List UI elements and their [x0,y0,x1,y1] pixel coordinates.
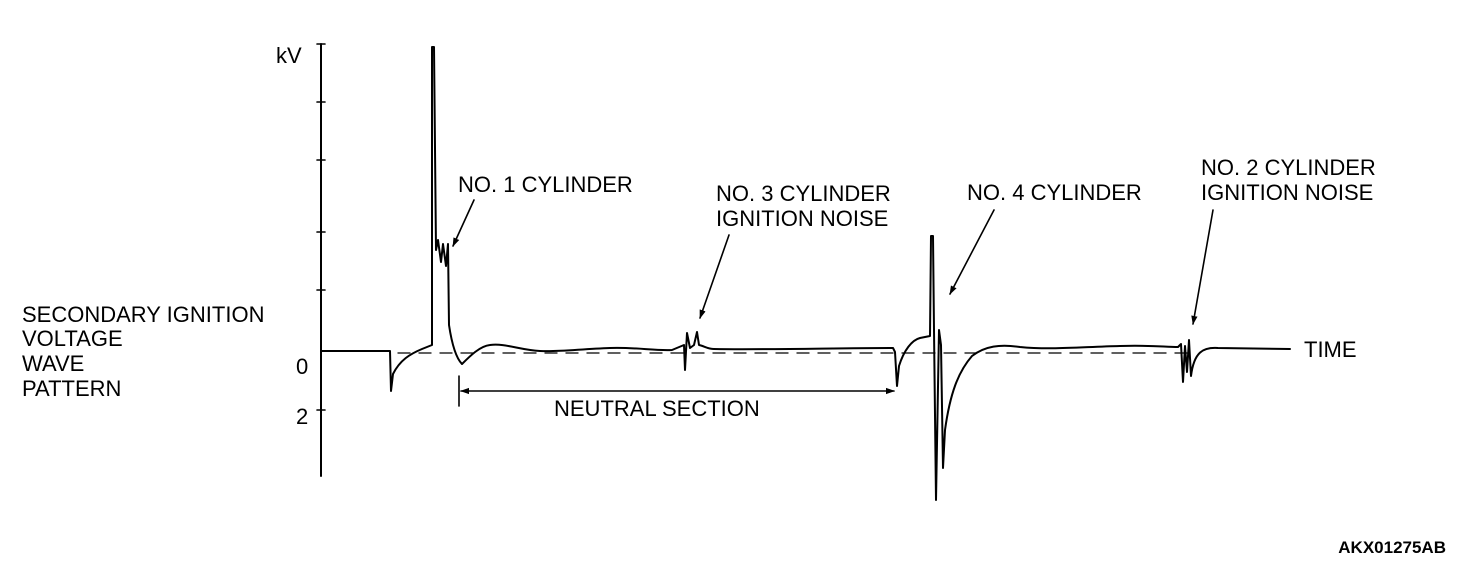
callout-no3-arrow [699,234,730,319]
callout-no2-line1: NO. 2 CYLINDER [1201,155,1376,180]
y-tick-label-0: 0 [296,354,308,379]
y-axis-unit-label: kV [276,43,302,68]
ignition-waveform [320,46,1291,501]
x-axis-label: TIME [1304,337,1357,362]
callout-no4-arrow [949,209,995,295]
callout-no3-line1: NO. 3 CYLINDER [716,181,891,206]
y-tick-label-2: 2 [296,404,308,429]
callout-no3-line2: IGNITION NOISE [716,206,888,231]
title-line-4: PATTERN [22,376,121,401]
neutral-section-label: NEUTRAL SECTION [554,396,760,421]
title-line-2: VOLTAGE [22,326,123,351]
title-line-1: SECONDARY IGNITION [22,302,264,327]
y-axis [316,43,326,477]
figure-code: AKX01275AB [1338,538,1446,557]
callout-no2-arrow [1191,209,1214,325]
callout-no4-cylinder: NO. 4 CYLINDER [967,180,1142,205]
title-line-3: WAVE [22,351,84,376]
callout-no2-line2: IGNITION NOISE [1201,180,1373,205]
callout-no1-cylinder: NO. 1 CYLINDER [458,172,633,197]
callout-no1-arrow [452,199,475,247]
